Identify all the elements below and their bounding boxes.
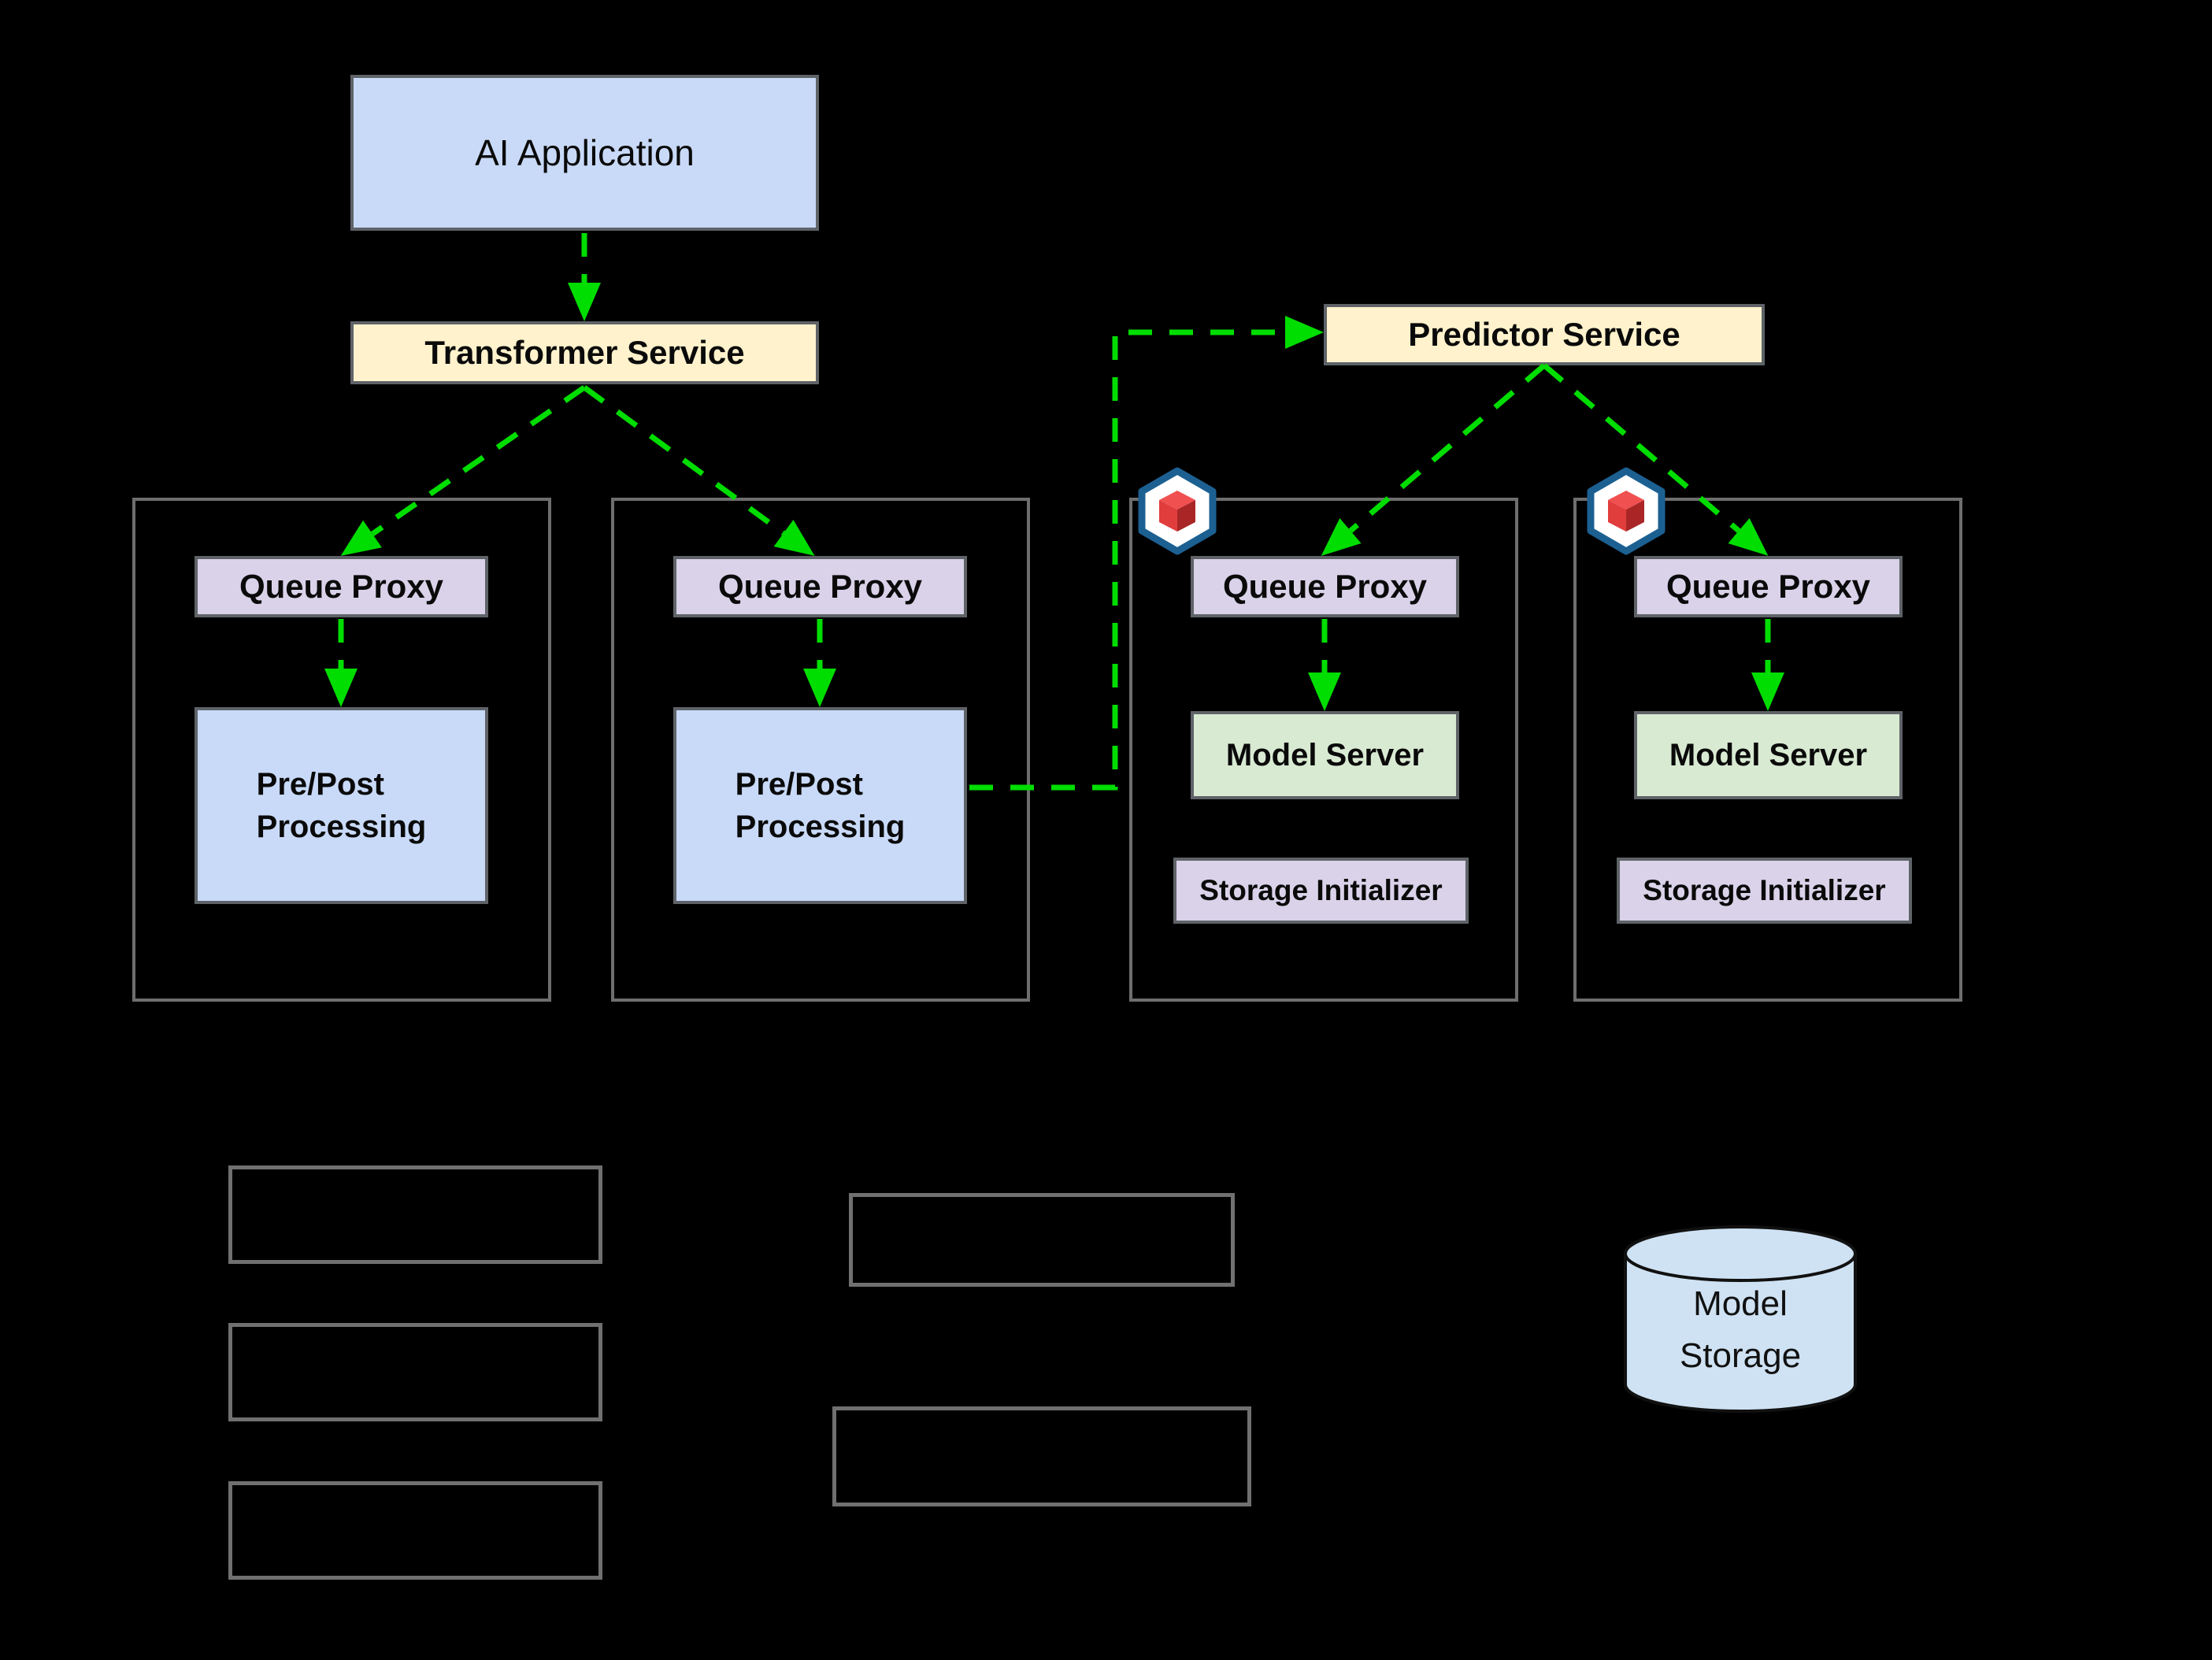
ai-application-node: AI Application (350, 75, 819, 231)
queue-proxy-node-3: Queue Proxy (1191, 556, 1459, 617)
pod-icon (1138, 467, 1217, 555)
model-server-label: Model Server (1669, 737, 1868, 773)
empty-outline-box (228, 1165, 602, 1264)
empty-outline-box (228, 1323, 602, 1421)
queue-proxy-node-2: Queue Proxy (673, 556, 967, 617)
pre-post-processing-node-2: Pre/Post Processing (673, 707, 967, 904)
storage-initializer-label: Storage Initializer (1199, 874, 1443, 906)
empty-outline-box (228, 1481, 602, 1580)
pod-icon (1587, 467, 1665, 555)
pre-post-processing-label: Pre/Post Processing (735, 767, 906, 844)
storage-initializer-node-1: Storage Initializer (1173, 858, 1469, 924)
transformer-service-label: Transformer Service (424, 334, 745, 371)
pod-container-1 (132, 498, 551, 1002)
ai-application-label: AI Application (475, 132, 695, 173)
model-storage-cylinder (1624, 1225, 1857, 1413)
model-storage-label: Model Storage (1679, 1284, 1802, 1375)
model-server-node-1: Model Server (1191, 711, 1459, 799)
pre-post-processing-label: Pre/Post Processing (256, 767, 427, 844)
storage-initializer-node-2: Storage Initializer (1617, 858, 1912, 924)
model-server-label: Model Server (1225, 737, 1425, 773)
transformer-service-node: Transformer Service (350, 321, 819, 384)
model-server-node-2: Model Server (1634, 711, 1903, 799)
storage-initializer-label: Storage Initializer (1643, 874, 1886, 906)
empty-outline-box (849, 1193, 1235, 1287)
queue-proxy-label: Queue Proxy (239, 568, 444, 605)
predictor-service-label: Predictor Service (1408, 316, 1680, 353)
queue-proxy-node-1: Queue Proxy (195, 556, 488, 617)
pre-post-processing-node-1: Pre/Post Processing (195, 707, 488, 904)
queue-proxy-label: Queue Proxy (1222, 568, 1428, 605)
queue-proxy-label: Queue Proxy (1665, 568, 1871, 605)
predictor-service-node: Predictor Service (1324, 304, 1765, 365)
queue-proxy-node-4: Queue Proxy (1634, 556, 1903, 617)
pod-container-4 (1573, 498, 1962, 1002)
queue-proxy-label: Queue Proxy (717, 568, 923, 605)
empty-outline-box (832, 1406, 1251, 1506)
